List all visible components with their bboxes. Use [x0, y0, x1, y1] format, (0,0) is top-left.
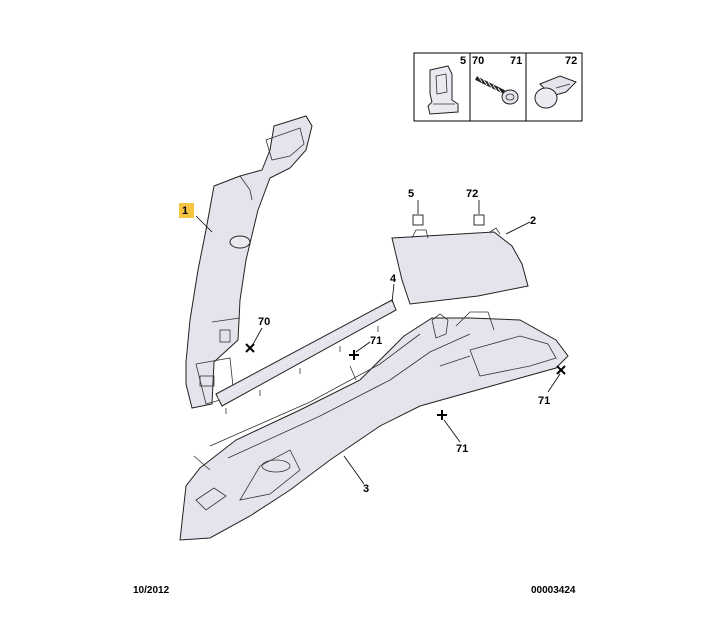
part-1-pillar-trim — [185, 115, 313, 409]
screw-71-marker-right — [556, 365, 566, 375]
part-3-sill-trim — [179, 311, 569, 541]
callout-1-highlight — [179, 203, 194, 218]
callout-70-label: 70 — [258, 316, 270, 328]
screw-70-icon — [475, 75, 519, 105]
fastener-5-marker — [412, 214, 424, 226]
part-2-trim-panel — [391, 227, 529, 305]
part-4-seal-strip — [215, 299, 397, 414]
fastener-72-marker — [473, 214, 485, 226]
fastener-legend: 5 70 71 72 — [413, 52, 583, 122]
callout-72-label: 72 — [466, 188, 478, 200]
callout-4-label: 4 — [390, 273, 397, 285]
callout-71-right-label: 71 — [538, 395, 550, 407]
footer-date: 10/2012 — [133, 585, 170, 596]
legend-label-5: 5 — [460, 55, 466, 67]
callout-71-mid-label: 71 — [456, 443, 468, 455]
legend-label-71: 71 — [510, 55, 522, 67]
legend-label-72: 72 — [565, 55, 577, 67]
screw-71-marker-top — [349, 350, 359, 360]
callout-1: 1 — [179, 203, 194, 218]
callout-1-label: 1 — [182, 205, 188, 217]
clip-5-icon — [427, 65, 459, 115]
callout-2-label: 2 — [530, 215, 536, 227]
clip-72-icon — [534, 75, 577, 109]
legend-label-70: 70 — [472, 55, 484, 67]
footer-reference: 00003424 — [531, 585, 576, 596]
callout-3-label: 3 — [363, 483, 369, 495]
callout-5-label: 5 — [408, 188, 414, 200]
screw-71-marker-mid — [437, 410, 447, 420]
callout-71-top-label: 71 — [370, 335, 382, 347]
